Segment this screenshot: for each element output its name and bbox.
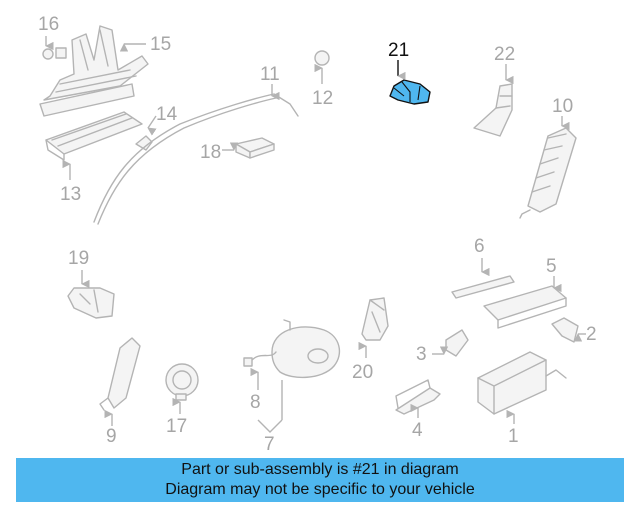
callout-1: 1: [508, 426, 519, 447]
callout-14: 14: [156, 104, 178, 125]
part-7-driver-airbag[interactable]: [271, 319, 341, 379]
part-2-bracket[interactable]: [551, 317, 579, 343]
banner-line-1: Part or sub-assembly is #21 in diagram: [181, 461, 459, 478]
callout-22: 22: [494, 44, 515, 65]
part-13-sensor-plate[interactable]: [45, 111, 143, 161]
callout-20: 20: [352, 362, 373, 383]
part-20-sensor[interactable]: [361, 297, 389, 341]
callout-5: 5: [546, 256, 557, 277]
callout-17: 17: [166, 416, 187, 437]
part-19-retractor[interactable]: [67, 287, 115, 319]
callout-19: 19: [68, 248, 89, 269]
part-8-wire[interactable]: [243, 351, 277, 367]
part-6-strip[interactable]: [451, 275, 515, 299]
callout-8: 8: [250, 392, 261, 413]
callout-16: 16: [38, 14, 59, 35]
part-18-module[interactable]: [235, 137, 275, 159]
part-1-passenger-airbag[interactable]: [477, 351, 567, 415]
part-10-side-airbag[interactable]: [519, 127, 577, 219]
callout-18: 18: [200, 142, 221, 163]
part-17-clock-spring[interactable]: [165, 363, 199, 401]
banner-line-2: Diagram may not be specific to your vehi…: [165, 481, 475, 498]
callout-3: 3: [416, 344, 427, 365]
callout-13: 13: [60, 184, 81, 205]
part-9-knee-airbag[interactable]: [99, 337, 141, 411]
callout-4: 4: [412, 420, 423, 441]
callout-6: 6: [474, 236, 485, 257]
part-15-seat-bracket[interactable]: [39, 25, 149, 117]
part-11-curtain-airbag[interactable]: [93, 93, 299, 225]
part-info-banner: Part or sub-assembly is #21 in diagram D…: [16, 458, 624, 502]
part-4-bracket[interactable]: [395, 379, 441, 415]
part-5-cover[interactable]: [483, 285, 567, 329]
part-12-cap[interactable]: [314, 50, 330, 66]
callout-9: 9: [106, 426, 117, 447]
callout-15: 15: [150, 34, 171, 55]
callout-11: 11: [260, 64, 280, 85]
callout-2: 2: [586, 324, 597, 345]
part-3-bracket[interactable]: [445, 329, 469, 357]
callout-12: 12: [312, 88, 333, 109]
part-16-bolt[interactable]: [42, 47, 67, 60]
part-22-bracket[interactable]: [473, 83, 513, 137]
callout-7: 7: [264, 434, 275, 455]
callout-21: 21: [388, 40, 409, 61]
exploded-parts-diagram: 16 15 13 14 11 12 18 21 2: [38, 14, 597, 455]
callout-10: 10: [552, 96, 573, 117]
part-21-highlighted-sensor[interactable]: [389, 79, 431, 105]
